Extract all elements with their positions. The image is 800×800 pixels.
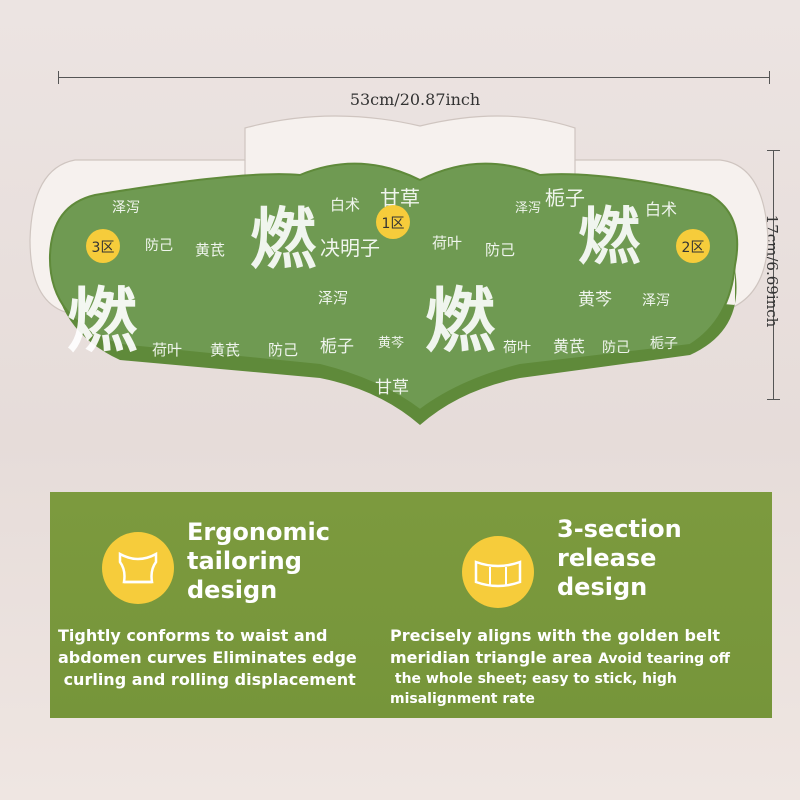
big-char-left: 燃 [67, 280, 138, 362]
waist-curve-icon [102, 532, 174, 604]
svg-text:栀子: 栀子 [320, 337, 354, 357]
svg-text:黄芪: 黄芪 [210, 341, 240, 359]
svg-text:黄芪: 黄芪 [195, 241, 225, 259]
svg-text:防己: 防己 [602, 340, 630, 356]
svg-text:防己: 防己 [145, 238, 173, 254]
zone-badge-2: 2区 [676, 229, 710, 263]
svg-text:泽泻: 泽泻 [318, 289, 348, 307]
svg-text:栀子: 栀子 [650, 336, 678, 352]
feature-1-title: Ergonomic tailoring design [187, 518, 330, 604]
svg-text:黄芪: 黄芪 [553, 337, 585, 356]
svg-text:防己: 防己 [485, 241, 515, 259]
zone-badge-1: 1区 [376, 205, 410, 239]
patch-illustration: 燃 燃 燃 燃 白术 甘草 决明子 荷叶 防己 泽泻 栀子 泽泻 防己 黄芪 泽… [29, 115, 769, 425]
width-dimension-label: 53cm/20.87inch [349, 90, 481, 109]
svg-text:荷叶: 荷叶 [503, 340, 531, 356]
svg-text:荷叶: 荷叶 [432, 234, 462, 252]
svg-text:泽泻: 泽泻 [642, 293, 670, 309]
svg-text:防己: 防己 [268, 341, 298, 359]
svg-text:2区: 2区 [682, 240, 705, 256]
svg-text:黄芩: 黄芩 [378, 336, 404, 351]
big-char-center-top: 燃 [250, 201, 317, 278]
svg-text:黄芩: 黄芩 [578, 290, 612, 310]
height-dimension-line [767, 150, 780, 400]
svg-text:泽泻: 泽泻 [515, 201, 541, 216]
svg-text:甘草: 甘草 [375, 378, 409, 398]
herb-labels: 白术 甘草 决明子 荷叶 防己 泽泻 栀子 泽泻 防己 黄芪 泽泻 黄芩 泽泻 … [112, 186, 678, 398]
svg-text:决明子: 决明子 [320, 236, 380, 260]
feature-2-title: 3-section release design [557, 515, 682, 601]
feature-1-description: Tightly conforms to waist and abdomen cu… [58, 626, 357, 689]
zone-badge-3: 3区 [86, 229, 120, 263]
svg-text:荷叶: 荷叶 [152, 341, 182, 359]
svg-text:白术: 白术 [645, 200, 677, 219]
svg-text:1区: 1区 [382, 216, 405, 232]
width-dimension-line [58, 71, 770, 84]
feature-2-description: Precisely aligns with the golden belt me… [390, 626, 731, 707]
big-char-center: 燃 [425, 280, 496, 362]
svg-text:泽泻: 泽泻 [112, 200, 140, 216]
svg-text:栀子: 栀子 [545, 186, 585, 210]
svg-text:3区: 3区 [92, 240, 115, 256]
svg-text:甘草: 甘草 [380, 186, 420, 210]
patch-green-front [48, 162, 739, 412]
feature-panel [50, 492, 772, 718]
svg-text:白术: 白术 [330, 196, 360, 214]
big-char-right: 燃 [578, 200, 641, 273]
belt-section-icon [462, 536, 534, 608]
